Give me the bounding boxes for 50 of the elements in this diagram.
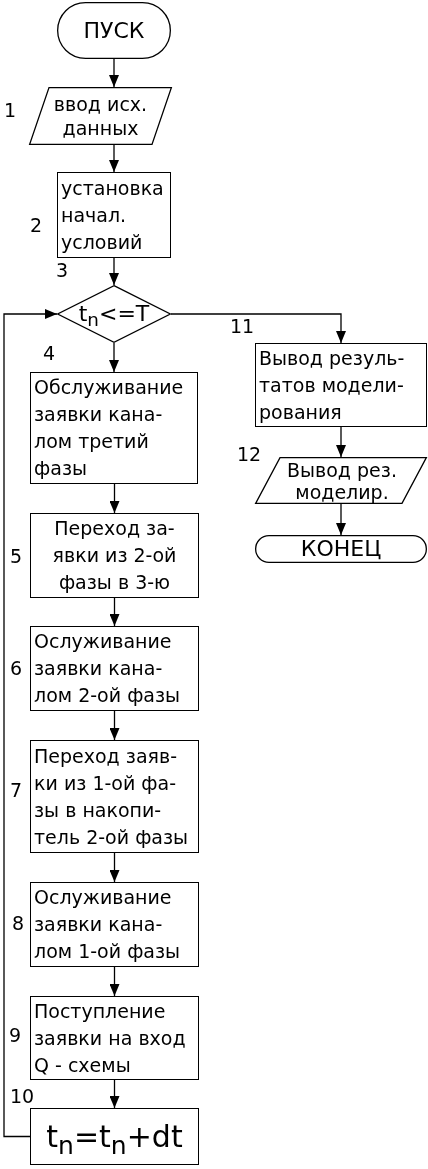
flow-arrow — [3, 309, 58, 1138]
node-text: Вывод резуль- татов модели- рования — [259, 345, 406, 425]
node-text: t$_{n}$<=T — [78, 302, 150, 326]
process-box — [30, 1108, 199, 1165]
flow-arrow — [109, 58, 119, 88]
node-text: Вывод рез. моделир. — [286, 458, 398, 503]
step-number: 10 — [10, 1086, 35, 1106]
flow-arrow — [109, 144, 119, 173]
flow-arrow — [109, 852, 120, 883]
flow-arrow — [109, 257, 119, 286]
step-number: 2 — [30, 215, 43, 235]
flow-arrow — [109, 483, 120, 514]
node-text: Ослуживание заявки кана- лом 2-ой фазы — [34, 629, 182, 708]
node-text: Переход за- явки из 2-ой фазы в 3-ю — [51, 516, 178, 595]
flow-arrow — [109, 597, 120, 627]
process-box — [57, 172, 171, 258]
node-text: Поступление заявки на вход Q - схемы — [34, 998, 187, 1078]
process-box — [30, 882, 199, 967]
process-box — [30, 626, 199, 711]
step-number: 12 — [237, 444, 262, 464]
terminator-shape — [255, 535, 427, 563]
step-number: 9 — [9, 1025, 22, 1045]
process-box — [255, 343, 427, 427]
flow-arrow — [109, 342, 119, 373]
flow-arrow — [109, 1079, 120, 1109]
node-text: установка начал. условий — [61, 175, 165, 255]
flow-arrow — [336, 503, 346, 536]
node-text: Переход заяв- ки из 1-ой фа- зы в накопи- тель 2-ой фазы — [34, 743, 190, 850]
step-number: 1 — [4, 100, 17, 120]
node-text: ПУСК — [83, 18, 145, 43]
step-number: 3 — [56, 260, 69, 280]
node-text: Обслуживание заявки кана- лом третий фазы — [34, 375, 185, 481]
flow-arrow — [336, 426, 346, 458]
step-number: 4 — [43, 343, 56, 363]
terminator-shape — [57, 2, 171, 59]
flow-arrow — [109, 710, 120, 741]
step-number: 5 — [10, 546, 23, 566]
node-text: КОНЕЦ — [300, 537, 382, 561]
node-text: Ослуживание заявки кана- лом 1-ой фазы — [34, 885, 182, 964]
step-number: 7 — [10, 780, 23, 800]
step-number: 6 — [10, 658, 23, 678]
flow-arrow — [170, 313, 346, 344]
node-text: t$_{n}$=t$_{n}$+dt — [46, 1118, 183, 1155]
flow-arrow — [109, 966, 120, 997]
step-number: 11 — [230, 316, 255, 336]
decision-diamond — [57, 285, 171, 343]
process-box — [30, 513, 199, 598]
node-text: ввод исх. данных — [52, 92, 149, 140]
io-parallelogram — [29, 87, 172, 145]
step-number: 8 — [12, 913, 25, 933]
